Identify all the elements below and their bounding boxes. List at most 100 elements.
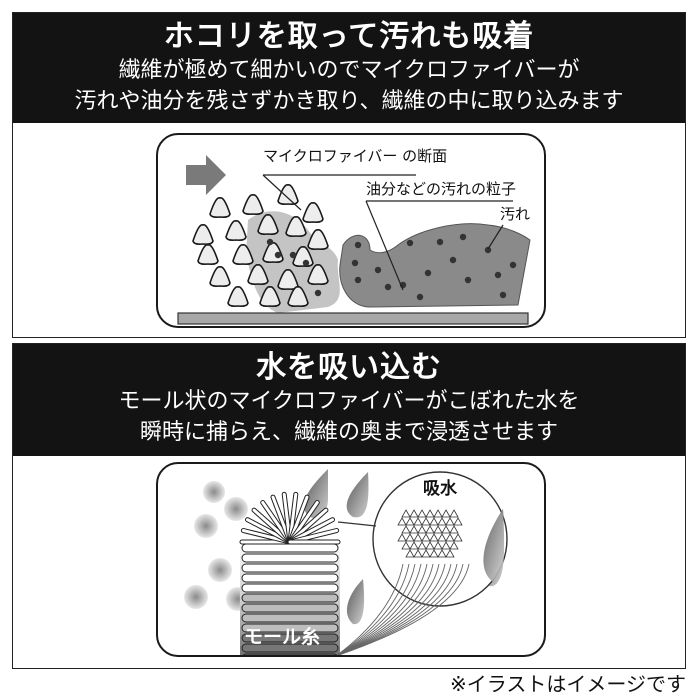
dirt-particle [449, 256, 457, 264]
fiber-bundle-unit [397, 517, 407, 526]
fiber-cross-section [209, 197, 231, 218]
fiber-bundle-unit [401, 509, 411, 518]
fiber-bundle-unit [453, 533, 463, 542]
fiber-cross-section [277, 184, 299, 205]
dirt-particle [406, 239, 414, 247]
fiber-bundle-unit [429, 533, 439, 542]
panel-subtitle-line1: 繊維が極めて細かいのでマイクロファイバーが [118, 58, 580, 83]
fiber-bundle-unit [421, 549, 431, 558]
fiber-bundle-unit [441, 541, 451, 550]
dirt-particle [351, 259, 359, 267]
fiber-cross-section [307, 229, 329, 250]
fiber-bundle-unit [425, 525, 435, 534]
yarn-loop [241, 543, 339, 553]
fiber-bundle-unit [449, 509, 459, 518]
fiber-bundle-unit [449, 525, 459, 534]
yarn-loop [241, 633, 339, 643]
fiber-bundle-unit [433, 525, 443, 534]
fiber-bundle-unit [401, 541, 411, 550]
dirt-particle [302, 259, 310, 267]
dirt-particle [384, 283, 392, 291]
fiber-strand [337, 563, 440, 655]
fiber-cross-section [242, 194, 264, 215]
fiber-cross-section [287, 286, 309, 307]
dirt-particle [484, 246, 492, 254]
fiber-strand [336, 563, 422, 655]
label-dirt: 汚れ [500, 205, 531, 223]
fiber-cross-section [302, 202, 324, 223]
dirt-particle [289, 251, 297, 259]
chenille-yarn-illustration: 吸水 モール糸 [156, 462, 546, 657]
fiber-cross-section [277, 269, 299, 290]
fiber-bundle-unit [429, 549, 439, 558]
fiber-cross-section [197, 244, 219, 265]
fiber-bundle-unit [429, 517, 439, 526]
dirt-particle [354, 241, 362, 249]
fiber-bundle-unit [417, 525, 427, 534]
yarn-loop [241, 593, 339, 603]
yarn-loop [241, 573, 339, 583]
panel-subtitle-line2: 汚れや油分を残さずかき取り、繊維の中に取り込みます [74, 89, 624, 114]
label-oil-particles: 油分などの汚れの粒子 [366, 180, 517, 198]
label-fiber-cross-section: マイクロファイバー の断面 [263, 147, 448, 165]
dirt-particle [354, 276, 362, 284]
dirt-particle [314, 289, 322, 297]
yarn-loop [241, 623, 339, 633]
fiber-cross-section [307, 264, 329, 285]
fiber-bundle-unit [421, 517, 431, 526]
fiber-bundle-unit [425, 509, 435, 518]
fiber-cross-section [285, 216, 307, 237]
fiber-strand [337, 563, 470, 655]
fiber-strand [336, 563, 410, 655]
fiber-bundle-unit [433, 509, 443, 518]
panel-water-absorption: 水を吸い込む モール状のマイクロファイバーがこぼれた水を 瞬時に捕らえ、繊維の奥… [12, 343, 686, 669]
fiber-bundle-unit [433, 541, 443, 550]
fiber-cross-section [209, 266, 231, 287]
fiber-cross-section [227, 286, 249, 307]
fiber-strand [336, 563, 428, 655]
dirt-particle [416, 293, 424, 301]
fiber-strand [336, 563, 404, 655]
fiber-bundle-unit [409, 541, 419, 550]
fiber-bundle-unit [421, 533, 431, 542]
panel-title: ホコリを取って汚れも吸着 [163, 19, 535, 54]
microfiber-cross-section-illustration: マイクロファイバー の断面 油分などの汚れの粒子 汚れ [156, 133, 546, 328]
dirt-particle [274, 251, 282, 259]
panel-subtitle-line2: 瞬時に捕らえ、繊維の奥まで浸透させます [139, 420, 558, 445]
fiber-bundle-unit [413, 517, 423, 526]
fiber-bundle-unit [445, 533, 455, 542]
dirt-particle [464, 276, 472, 284]
fiber-strands [336, 563, 470, 655]
illustration-drawing [184, 469, 508, 655]
fiber-bundle-unit [405, 517, 415, 526]
fiber-bundle-unit [413, 549, 423, 558]
label-chenille-yarn: モール糸 [244, 626, 321, 648]
dirt-particle [374, 266, 382, 274]
yarn-loop [241, 553, 339, 563]
illustration-drawing [177, 155, 531, 325]
panel-dust-and-dirt: ホコリを取って汚れも吸着 繊維が極めて細かいのでマイクロファイバーが 汚れや油分… [12, 12, 686, 338]
fiber-strand [337, 563, 446, 655]
yarn-loop [241, 613, 339, 623]
fiber-bundle-unit [425, 541, 435, 550]
fiber-bundle-unit [437, 549, 447, 558]
dirt-particles [266, 233, 517, 301]
fiber-bundle-unit [417, 541, 427, 550]
fiber-strand [337, 563, 464, 655]
fiber-bundle-unit [441, 525, 451, 534]
panel-header: 水を吸い込む モール状のマイクロファイバーがこぼれた水を 瞬時に捕らえ、繊維の奥… [13, 344, 685, 456]
fiber-strand [337, 563, 452, 655]
fiber-bundle-unit [437, 533, 447, 542]
dirt-particle [424, 269, 432, 277]
fiber-bundle-cross-section [397, 509, 463, 558]
fiber-bundle-unit [437, 517, 447, 526]
fiber-cross-section [257, 214, 279, 235]
fiber-bundle-unit [405, 533, 415, 542]
dirt-particle [494, 271, 502, 279]
fiber-cross-section [225, 220, 247, 241]
fiber-bundle-unit [449, 541, 459, 550]
fiber-bundle-unit [445, 549, 455, 558]
chenille-yarn [239, 491, 341, 655]
yarn-loop [241, 603, 339, 613]
fiber-bundle-unit [417, 509, 427, 518]
